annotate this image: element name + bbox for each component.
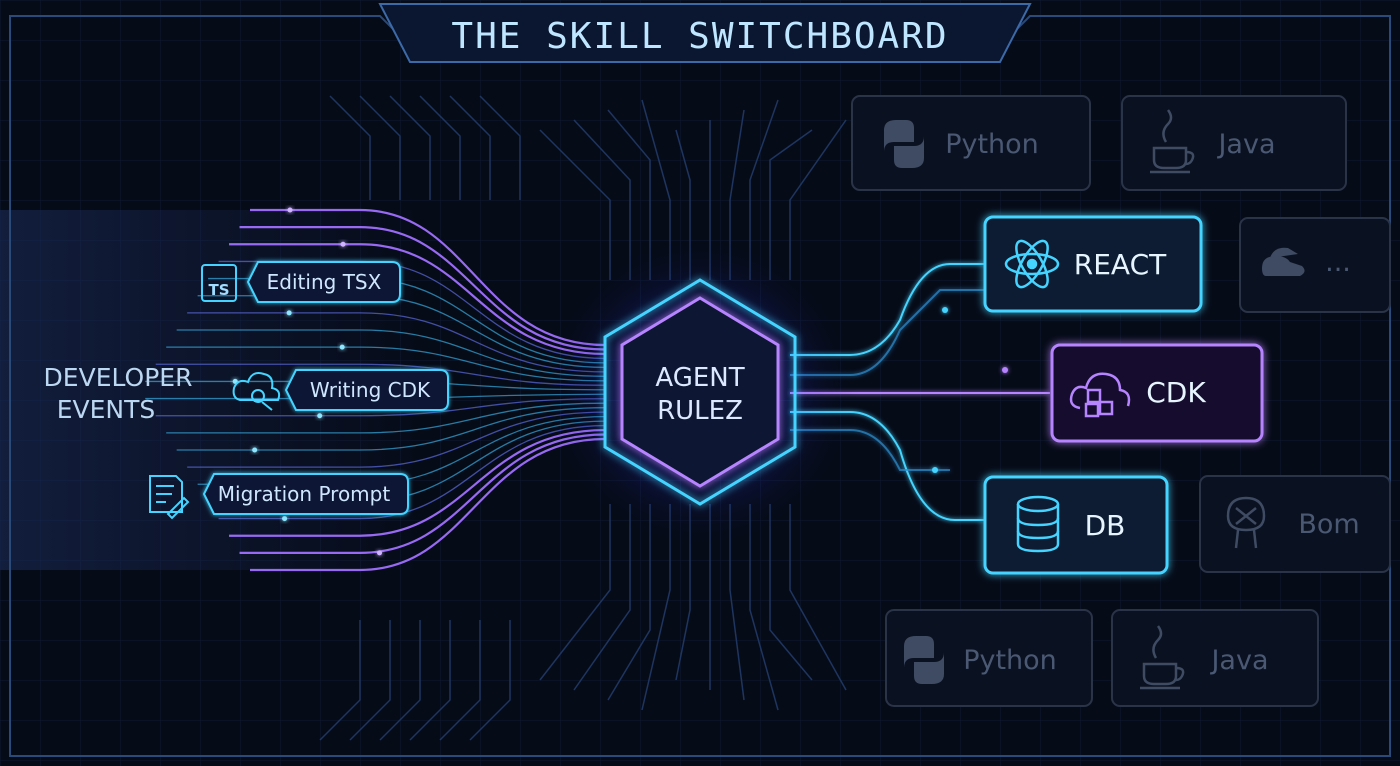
title-plate: THE SKILL SWITCHBOARD <box>378 3 1032 63</box>
fiber-spark <box>286 310 292 316</box>
skill-label: CDK <box>1146 376 1206 409</box>
outer-frame <box>9 15 1391 757</box>
page-title: THE SKILL SWITCHBOARD <box>451 16 948 57</box>
robot-icon <box>1226 496 1266 549</box>
circuit-trace <box>349 620 391 741</box>
circuit-trace <box>319 620 361 741</box>
event-label: Writing CDK <box>310 378 431 402</box>
circuit-trace <box>607 109 651 280</box>
circuit-trace <box>439 620 481 741</box>
skill-card-python-bottom: Python <box>885 609 1093 707</box>
skill-label: DB <box>1085 509 1126 542</box>
java-cup-icon <box>1140 625 1185 690</box>
circuit-trace <box>389 95 431 200</box>
circuit-trace <box>469 620 511 741</box>
circuit-trace <box>379 620 421 741</box>
react-atom-icon <box>1004 239 1060 289</box>
developer-events-line1: DEVELOPER <box>44 363 193 392</box>
skill-card-bom: Bom <box>1199 475 1391 573</box>
python-icon <box>884 120 924 168</box>
skill-card-more: ... <box>1239 217 1391 313</box>
skill-card-java-bottom: Java <box>1111 609 1319 707</box>
circuit-trace <box>409 620 451 741</box>
skill-label: Bom <box>1298 509 1359 540</box>
java-cup-icon <box>1150 109 1195 174</box>
skill-card-java-top: Java <box>1121 95 1347 191</box>
circuit-trace <box>539 129 611 280</box>
hub-inner-hex <box>620 296 780 488</box>
skill-card-db: DB <box>983 475 1169 575</box>
event-label: Migration Prompt <box>218 482 391 506</box>
hub-label-line2: RULEZ <box>657 396 743 426</box>
event-migration-prompt: Migration Prompt <box>149 473 409 520</box>
fiber-spark <box>377 550 383 556</box>
circuit-traces <box>319 95 847 741</box>
skill-card-python-top: Python <box>851 95 1091 191</box>
circuit-trace <box>359 95 401 200</box>
skill-card-cdk: CDK <box>1050 343 1264 443</box>
hub-label-line1: AGENT <box>655 363 744 393</box>
skill-label: Python <box>945 129 1039 160</box>
event-label: Editing TSX <box>267 270 382 294</box>
fiber-spark <box>340 241 346 247</box>
fiber-spark <box>252 447 258 453</box>
typescript-badge: TS <box>208 281 229 299</box>
circuit-trace <box>449 95 491 200</box>
circuit-trace <box>479 95 521 200</box>
developer-events-line2: EVENTS <box>57 395 156 424</box>
circuit-trace <box>573 504 631 691</box>
hub-outer-hex <box>603 278 797 506</box>
circuit-trace <box>789 119 847 280</box>
circuit-trace <box>607 504 651 701</box>
python-icon <box>904 636 944 684</box>
circuit-trace <box>789 504 847 691</box>
agent-rulez-hub: AGENT RULEZ <box>540 232 860 552</box>
event-writing-cdk: Writing CDK <box>232 369 449 411</box>
event-editing-tsx: TS Editing TSX <box>201 261 401 303</box>
circuit-trace <box>769 129 813 280</box>
circuit-trace <box>573 119 631 280</box>
cloud-cubes-icon <box>1069 372 1131 418</box>
skill-label: Python <box>963 645 1057 676</box>
sneakers-icon <box>1262 247 1305 276</box>
database-icon <box>1016 495 1060 553</box>
fiber-spark <box>339 344 345 350</box>
skill-label: Java <box>1209 645 1268 676</box>
cloud-gear-icon <box>232 372 281 411</box>
skill-label: REACT <box>1074 248 1167 281</box>
circuit-trace <box>419 95 461 200</box>
skill-label: Java <box>1216 129 1275 160</box>
typescript-icon <box>201 264 237 302</box>
fiber-spark <box>287 207 293 213</box>
skill-card-react: REACT <box>983 215 1203 313</box>
circuit-trace <box>539 504 611 681</box>
skill-label: ... <box>1325 247 1351 278</box>
circuit-trace <box>769 504 813 681</box>
circuit-trace <box>329 95 371 200</box>
document-edit-icon <box>149 475 190 520</box>
fiber-spark <box>317 413 323 419</box>
fiber-spark <box>282 516 288 522</box>
